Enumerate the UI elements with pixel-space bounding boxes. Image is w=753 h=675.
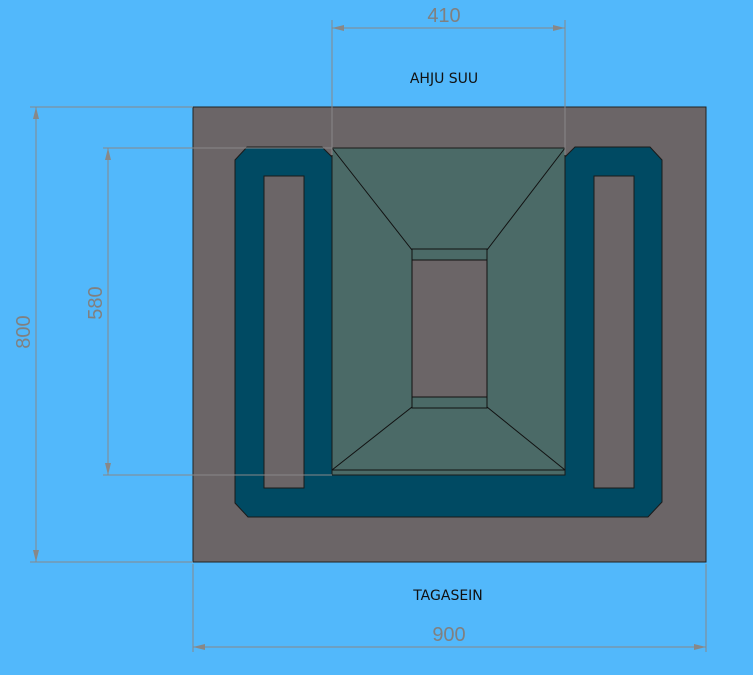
dimension-outer-height: 800 (13, 106, 193, 563)
dimension-label-900: 900 (432, 624, 465, 646)
label-tagasein: TAGASEIN (412, 588, 483, 604)
right-slot (593, 175, 635, 489)
dimension-bottom-width: 900 (192, 564, 707, 652)
dimension-label-800: 800 (13, 315, 35, 348)
dimension-inner-height: 580 (85, 147, 332, 476)
grate (411, 259, 488, 398)
dimension-label-580: 580 (85, 286, 107, 319)
hopper-edge (486, 406, 566, 471)
grate-lip-top (411, 248, 488, 261)
hopper-edge (331, 406, 413, 471)
left-slot (263, 175, 305, 489)
hopper-edge (331, 147, 413, 251)
hopper-edge (486, 147, 566, 251)
label-ahju-suu: AHJU SUU (410, 71, 478, 87)
dimension-label-410: 410 (427, 5, 460, 27)
dimension-top-width: 410 (331, 5, 566, 155)
grate-lip-bottom (411, 396, 488, 409)
